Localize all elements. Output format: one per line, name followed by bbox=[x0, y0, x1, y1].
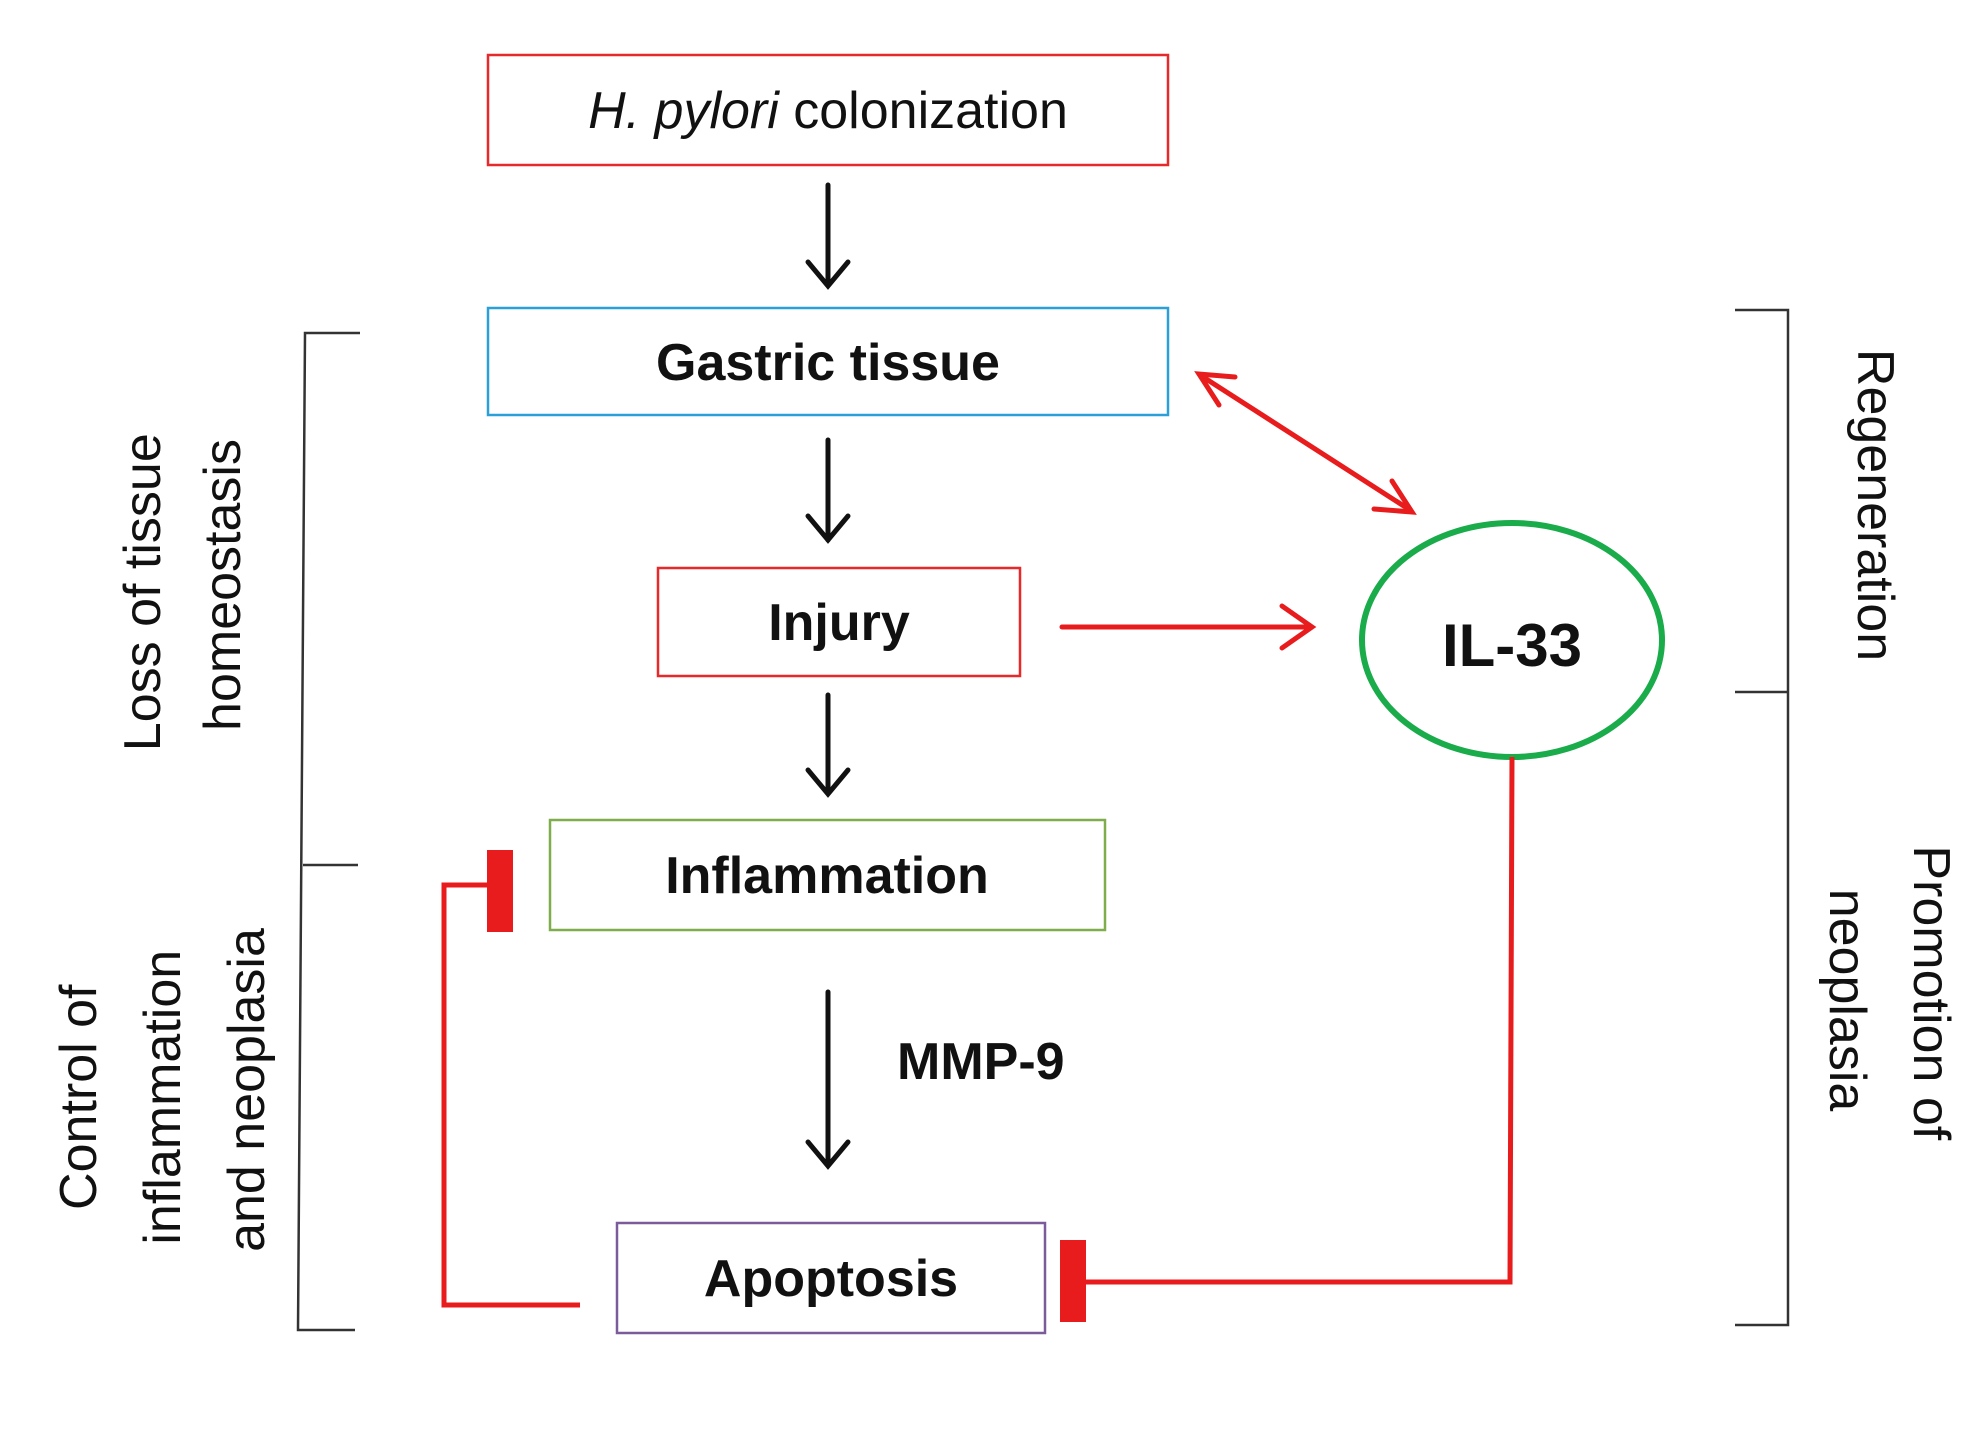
node-injury-label: Injury bbox=[768, 594, 910, 652]
side-label-regeneration: Regeneration bbox=[1846, 349, 1904, 661]
node-apoptosis: Apoptosis bbox=[615, 1221, 1047, 1335]
node-gastric-label: Gastric tissue bbox=[656, 334, 1000, 392]
side-label-promotion-line1: Promotion of bbox=[1902, 845, 1960, 1140]
node-il33-label: IL-33 bbox=[1442, 612, 1582, 679]
inhibition-il33-to-apoptosis bbox=[1060, 756, 1515, 1322]
node-injury-box bbox=[656, 566, 1022, 678]
edge-label-mmp9: MMP-9 bbox=[897, 1033, 1065, 1091]
node-injury: Injury bbox=[656, 566, 1022, 678]
node-gastric-tissue: Gastric tissue bbox=[486, 306, 1170, 417]
node-il33: IL-33 bbox=[1359, 520, 1665, 760]
side-label-loss-line2: homeostasis bbox=[194, 439, 252, 731]
node-hpylori-label: H. pylori colonization bbox=[588, 82, 1068, 140]
bracket-right bbox=[1735, 308, 1790, 1327]
arrow-hpylori-to-gastric bbox=[805, 182, 851, 290]
side-label-control-line3: and neoplasia bbox=[218, 928, 276, 1252]
node-hpylori-box bbox=[486, 53, 1170, 167]
node-inflammation: Inflammation bbox=[548, 818, 1107, 932]
inhibition-apoptosis-to-inflammation bbox=[441, 850, 580, 1308]
side-label-control-line2: inflammation bbox=[134, 950, 192, 1245]
arrow-gastric-il33-bidirectional bbox=[1194, 371, 1417, 515]
node-apoptosis-label: Apoptosis bbox=[704, 1250, 958, 1308]
node-apoptosis-box bbox=[615, 1221, 1047, 1335]
arrow-gastric-to-injury bbox=[805, 437, 851, 544]
arrow-injury-to-il33 bbox=[1059, 603, 1317, 651]
side-label-loss-line1: Loss of tissue bbox=[114, 433, 172, 751]
side-label-promotion-line2: neoplasia bbox=[1818, 889, 1876, 1112]
node-gastric-box bbox=[486, 306, 1170, 417]
node-inflammation-label: Inflammation bbox=[665, 847, 989, 905]
node-hpylori-italic: H. pylori bbox=[588, 82, 780, 140]
bracket-left bbox=[296, 331, 360, 1332]
arrow-injury-to-inflammation bbox=[805, 692, 851, 798]
node-hpylori-colonization: H. pylori colonization bbox=[486, 53, 1170, 167]
node-inflammation-box bbox=[548, 818, 1107, 932]
side-label-control-inflammation: Control of inflammation and neoplasia bbox=[50, 928, 276, 1252]
side-label-control-line1: Control of bbox=[50, 984, 108, 1210]
side-label-loss-homeostasis: Loss of tissue homeostasis bbox=[114, 419, 252, 751]
arrow-inflammation-to-apoptosis bbox=[805, 989, 851, 1170]
side-label-promotion-neoplasia: Promotion of neoplasia bbox=[1818, 845, 1960, 1154]
node-hpylori-rest: colonization bbox=[779, 82, 1068, 140]
